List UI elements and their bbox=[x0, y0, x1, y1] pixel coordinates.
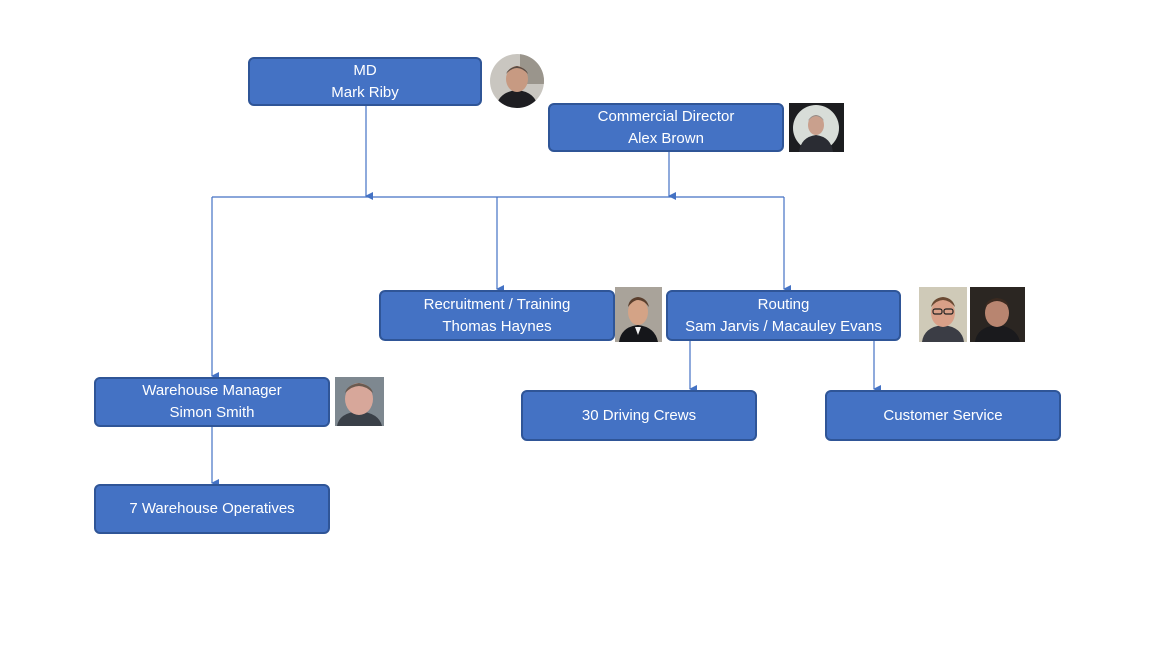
routing-photo-1 bbox=[919, 287, 967, 342]
routing-names: Sam Jarvis / Macauley Evans bbox=[685, 317, 882, 335]
routing-role: Routing bbox=[757, 295, 810, 313]
routing-photo-2 bbox=[970, 287, 1025, 342]
commercial-director-box: Commercial Director Alex Brown bbox=[548, 103, 784, 152]
customer-service-label: Customer Service bbox=[883, 406, 1003, 424]
recruitment-training-role: Recruitment / Training bbox=[423, 295, 571, 313]
md-role: MD bbox=[353, 61, 377, 79]
warehouse-manager-name: Simon Smith bbox=[169, 404, 255, 421]
driving-crews-box: 30 Driving Crews bbox=[521, 390, 757, 441]
commercial-director-name: Alex Brown bbox=[628, 129, 704, 147]
warehouse-operatives-box: 7 Warehouse Operatives bbox=[94, 484, 330, 534]
warehouse-manager-photo bbox=[335, 377, 384, 426]
commercial-director-photo bbox=[789, 103, 844, 152]
routing-box: Routing Sam Jarvis / Macauley Evans bbox=[666, 290, 901, 341]
commercial-director-role: Commercial Director bbox=[597, 107, 735, 125]
warehouse-manager-role: Warehouse Manager bbox=[142, 382, 282, 399]
recruitment-training-box: Recruitment / Training Thomas Haynes bbox=[379, 290, 615, 341]
customer-service-box: Customer Service bbox=[825, 390, 1061, 441]
md-photo bbox=[490, 54, 544, 108]
warehouse-manager-box: Warehouse Manager Simon Smith bbox=[94, 377, 330, 427]
warehouse-operatives-label: 7 Warehouse Operatives bbox=[129, 500, 295, 517]
md-box: MD Mark Riby bbox=[248, 57, 482, 106]
md-name: Mark Riby bbox=[331, 83, 399, 101]
recruitment-training-photo bbox=[615, 287, 662, 342]
driving-crews-label: 30 Driving Crews bbox=[581, 406, 697, 424]
recruitment-training-name: Thomas Haynes bbox=[442, 317, 552, 335]
